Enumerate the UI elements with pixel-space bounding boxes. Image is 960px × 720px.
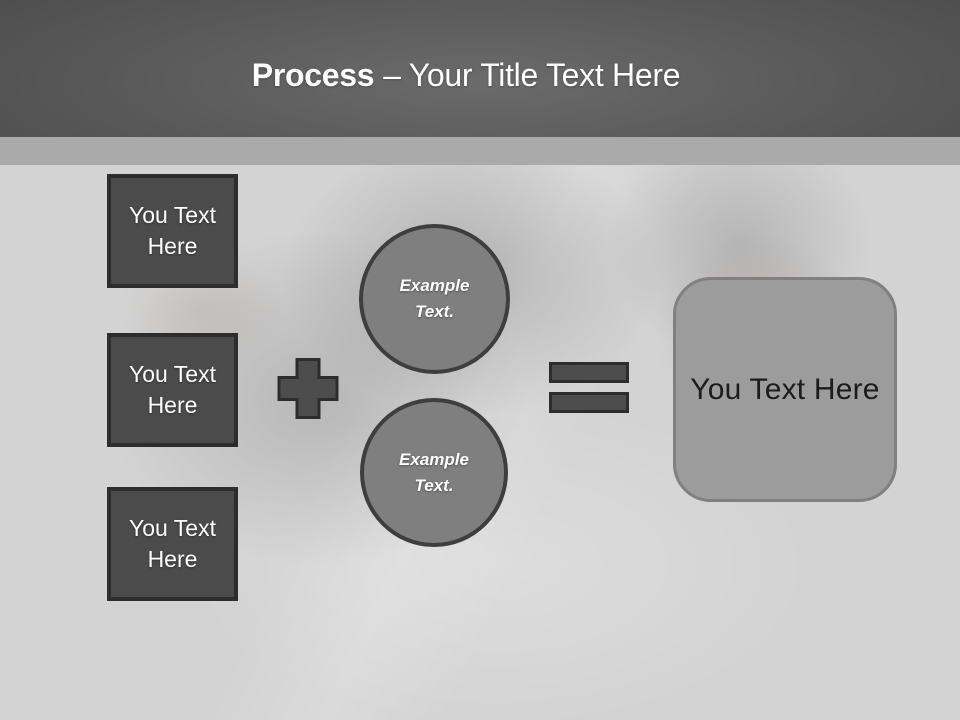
- title-keyword: Process: [251, 57, 375, 93]
- result-box-label: You Text Here: [690, 372, 880, 406]
- example-circle-1[interactable]: Example Text.: [359, 224, 510, 374]
- input-box-3-label: You Text Here: [129, 515, 216, 572]
- equals-bar-bottom: [549, 392, 629, 413]
- input-box-1-label: You Text Here: [129, 202, 216, 259]
- input-box-3[interactable]: You Text Here: [107, 487, 238, 601]
- equals-bar-top: [549, 362, 629, 383]
- input-box-1[interactable]: You Text Here: [107, 174, 238, 288]
- example-circle-2-label: Example Text.: [399, 449, 469, 495]
- input-box-2-label: You Text Here: [129, 361, 216, 418]
- header-accent-band: [0, 137, 960, 165]
- example-circle-1-label: Example Text.: [399, 276, 470, 321]
- equals-icon: [549, 362, 629, 413]
- title-subtitle: – Your Title Text Here: [383, 57, 681, 93]
- example-circle-2[interactable]: Example Text.: [360, 398, 508, 547]
- plus-icon: [277, 357, 339, 420]
- result-box[interactable]: You Text Here: [673, 277, 897, 502]
- page-title: Process– Your Title Text Here: [251, 43, 681, 94]
- slide-header: Process– Your Title Text Here: [0, 0, 960, 137]
- input-box-2[interactable]: You Text Here: [107, 333, 238, 447]
